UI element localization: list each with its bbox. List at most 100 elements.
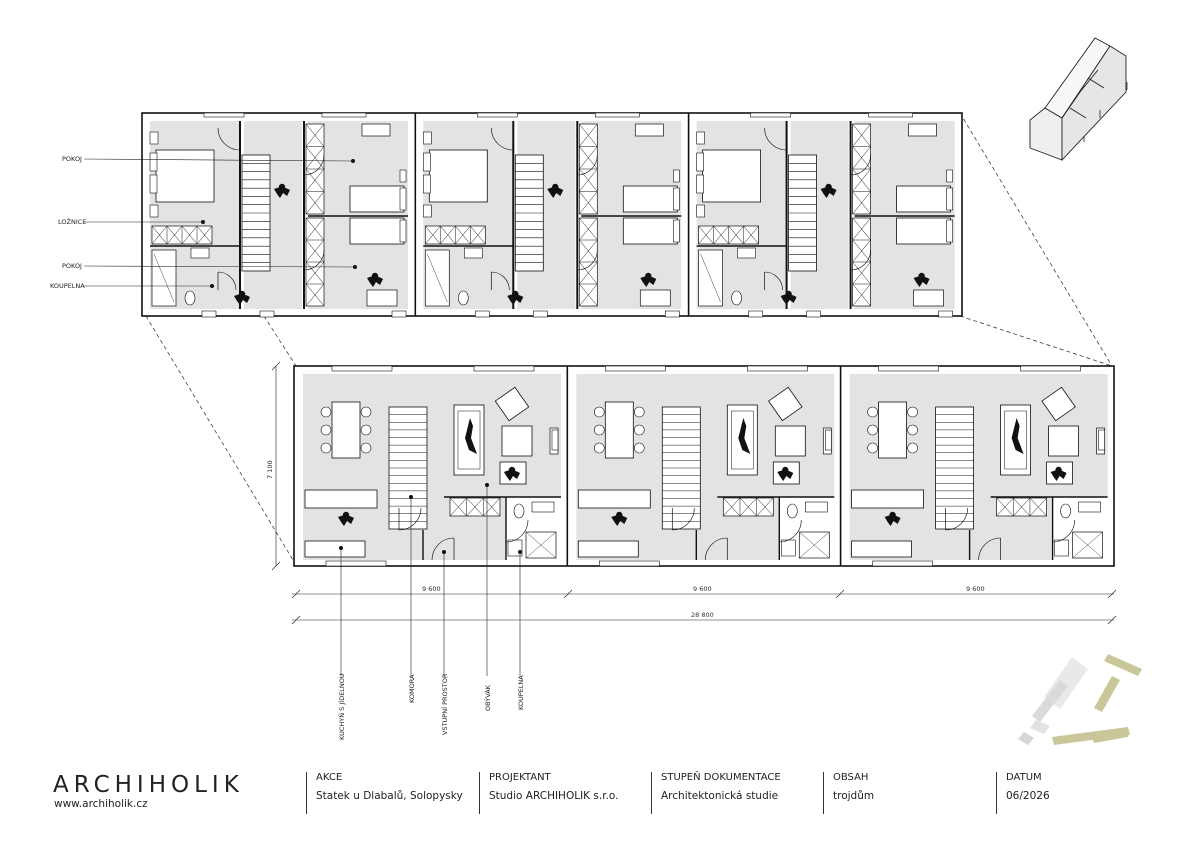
brand-name: ARCHIHOLIK [53,772,244,798]
door-bedroom [764,127,787,151]
person-body [234,294,250,305]
brand-url[interactable]: www.archiholik.cz [54,798,148,810]
wardrobe-cross [579,191,598,215]
door-bath [217,271,237,291]
kids-wardrobe [852,123,871,215]
door-arc [705,537,728,561]
toilet [786,503,798,519]
axonometric-house-icon [1029,37,1127,162]
wardrobe-cross [579,283,598,307]
washing-machine [780,539,796,557]
kitchen-counter [304,489,378,509]
sofa-figure [738,418,751,454]
person-upper-bath [234,290,250,305]
door-arc [850,249,871,271]
single-bed [896,217,951,245]
door-arc [398,507,422,531]
ground-floor-labels: KUCHYŇ S JÍDELNOU KOMORA VSTUPNÍ PROSTOR… [337,483,525,740]
kids-wardrobe [578,217,598,307]
kitchen-counter [851,540,912,558]
window [331,365,393,372]
dining-table [320,401,372,459]
person-armchair [1050,466,1067,481]
window [938,310,953,318]
wardrobe-cross [305,239,325,263]
chair [633,424,645,436]
window [872,560,933,567]
chair [907,442,918,454]
person-body [777,470,794,481]
field-akce: AKCE Statek u Dlabalů, Solopysky [306,772,463,814]
chair [593,442,605,454]
wardrobe-cross [579,123,598,147]
double-bed [696,149,761,203]
window [824,429,832,451]
room-kids [308,121,408,309]
washbasin [463,247,483,259]
window [259,310,275,318]
dim-height: 7 100 [266,460,274,479]
person-kitchen [611,511,628,526]
door-bedroom [217,127,241,151]
person-body [820,187,837,198]
room-kids [854,121,955,309]
person-upper-bath [507,290,524,305]
washbasin [190,247,210,259]
ground-unit-1 [303,365,561,567]
person-body [884,515,901,526]
pillow [696,174,704,194]
bed-pillow [672,187,680,211]
nightstand [672,169,680,183]
room-kids [581,121,682,309]
window [532,310,548,318]
nightstand [149,204,159,218]
person-body [274,187,290,198]
person-upper-hall [547,183,564,198]
bed-frame [702,149,761,203]
field-projektant-value: Studio ARCHIHOLIK s.r.o. [489,790,619,802]
field-obsah: OBSAH trojdům [823,772,874,814]
table-top [604,401,634,459]
wardrobe-cross [455,225,471,245]
person-body [338,515,354,526]
single-bed [349,217,405,245]
wardrobe-cross [852,261,871,285]
field-datum-key: DATUM [1006,772,1042,783]
window [1020,365,1081,372]
person-body [504,470,520,481]
upper-floor-labels: POKOJ LOŽNICE POKOJ KOUPELNA [50,155,357,290]
nightstand [946,169,953,183]
window [474,310,490,318]
ground-unit-3 [839,365,1108,567]
bed-pillow [946,187,953,211]
dimensions [271,361,1117,625]
pillow [696,152,704,172]
chair [320,442,332,454]
door-pantry [398,507,422,531]
kids-wardrobe [305,123,325,215]
field-datum-value: 06/2026 [1006,790,1050,802]
ground-floor-plan [293,365,1115,567]
upper-staircase [241,154,271,272]
wardrobe-cross [305,123,325,147]
door-arc [505,519,529,543]
upper-staircase [514,154,544,272]
armchair [768,386,803,422]
coffee-table [774,425,806,457]
label-komora: KOMORA [408,674,416,703]
chair [360,406,372,418]
door-pantry [671,507,695,531]
chair [867,406,878,418]
toilet [457,290,469,306]
field-datum: DATUM 06/2026 [996,772,1050,814]
window [750,112,791,118]
wardrobe-cross [713,225,729,245]
door-kids-1 [576,154,598,176]
bathtub-line [700,253,721,303]
window [201,310,217,318]
window [1098,429,1105,451]
person-body [547,187,564,198]
door-arc [945,507,968,531]
washbasin [1078,501,1101,513]
person-body [611,515,628,526]
